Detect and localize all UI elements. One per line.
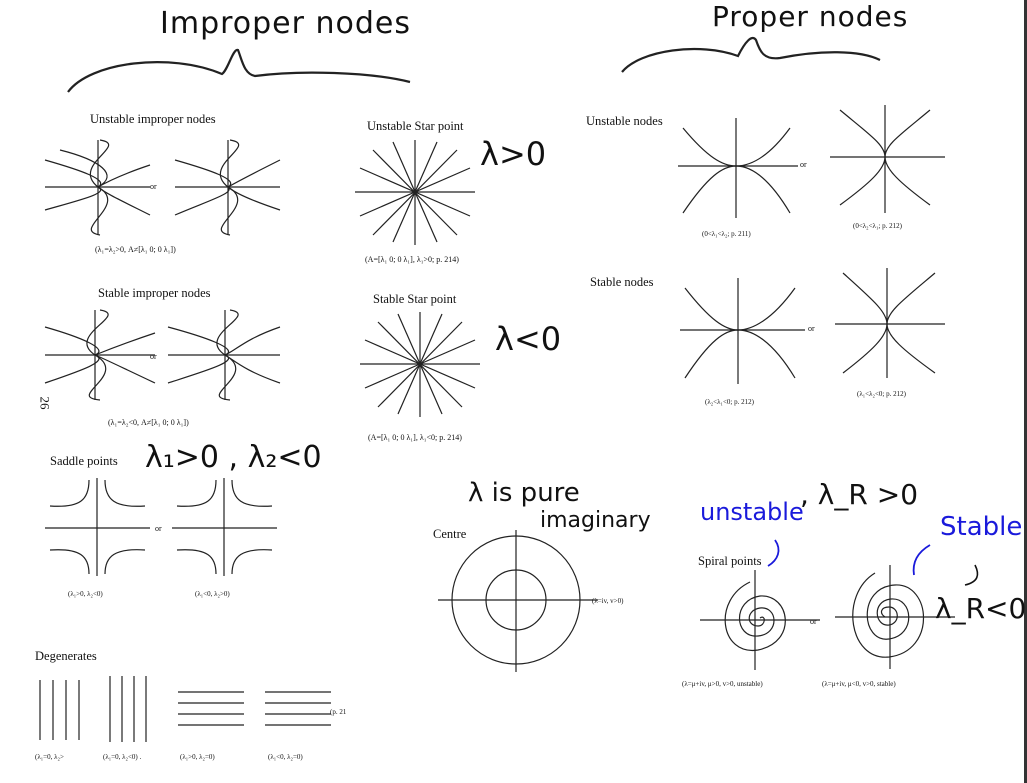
unstable-nodes-label: Unstable nodes [586, 114, 663, 128]
or-label: or [155, 524, 162, 533]
stable-star-diagram [360, 312, 480, 417]
lambda-r-positive-note: , λ_R >0 [800, 478, 919, 511]
degenerates-label: Degenerates [35, 649, 97, 663]
saddle-caption-2: (λ₁<0, λ₂>0) [195, 590, 230, 598]
saddle-diagram-2 [172, 478, 277, 576]
stable-note: Stable [940, 512, 1023, 542]
unstable-node-diagram-2 [830, 105, 945, 213]
degenerate-diagram-4 [265, 691, 331, 726]
degenerate-caption-1: (λ₁=0, λ₂> [35, 753, 64, 761]
unstable-node-caption-1: (0<λ₁<λ₂; p. 211) [702, 230, 751, 238]
saddle-label: Saddle points [50, 454, 118, 468]
unstable-note: unstable [700, 498, 804, 526]
stable-node-diagram-1 [680, 278, 805, 384]
stable-star-label: Stable Star point [373, 292, 457, 306]
window-edge [1024, 0, 1027, 783]
or-label: or [150, 182, 157, 191]
centre-diagram [438, 530, 598, 672]
unstable-star-diagram [355, 140, 475, 245]
unstable-improper-diagram [44, 139, 281, 236]
stable-improper-label: Stable improper nodes [98, 286, 211, 300]
lambda-negative-note: λ<0 [495, 320, 562, 358]
lambda-positive-note: λ>0 [480, 135, 547, 173]
degenerate-caption-4: (λ₁<0, λ₂=0) [268, 753, 303, 761]
degenerate-diagram-1 [39, 680, 80, 740]
saddle-condition-note: λ₁>0 , λ₂<0 [145, 440, 322, 475]
unstable-node-diagram-1 [678, 118, 798, 218]
saddle-diagram-1 [45, 478, 150, 576]
centre-caption: (λ=iv, v>0) [592, 597, 624, 605]
spiral-caption-1: (λ=μ+iv, μ>0, v>0, unstable) [682, 680, 763, 688]
or-label: or [800, 160, 807, 169]
stable-node-caption-2: (λ₁<λ₂<0; p. 212) [857, 390, 906, 398]
or-label: or [808, 324, 815, 333]
degenerate-diagram-3 [178, 691, 244, 726]
stable-node-caption-1: (λ₂<λ₁<0; p. 212) [705, 398, 754, 406]
spiral-label: Spiral points [698, 554, 762, 568]
unstable-improper-caption: (λ₁=λ₂>0, A≠[λ₁ 0; 0 λ₁]) [95, 245, 176, 254]
degenerate-page-ref: (p. 21 [330, 708, 347, 716]
stable-nodes-label: Stable nodes [590, 275, 654, 289]
pure-imaginary-note-2: imaginary [540, 508, 651, 533]
spiral-caption-2: (λ=μ+iv, μ<0, v>0, stable) [822, 680, 896, 688]
unstable-improper-label: Unstable improper nodes [90, 112, 216, 126]
spiral-diagram-1 [700, 570, 820, 670]
stable-node-diagram-2 [835, 268, 945, 378]
stable-improper-caption: (λ₁=λ₂<0, A≠[λ₁ 0; 0 λ₁]) [108, 418, 189, 427]
proper-title: Proper nodes [712, 0, 909, 33]
saddle-caption-1: (λ₁>0, λ₂<0) [68, 590, 103, 598]
or-label: or [150, 352, 157, 361]
lambda-r-negative-note: λ_R<0 [935, 592, 1027, 625]
unstable-node-caption-2: (0<λ₂<λ₁; p. 212) [853, 222, 902, 230]
unstable-star-caption: (A=[λ₁ 0; 0 λ₁], λ₁>0; p. 214) [365, 255, 459, 264]
unstable-star-label: Unstable Star point [367, 119, 464, 133]
or-label: or [810, 617, 817, 626]
degenerate-caption-3: (λ₁>0, λ₂=0) [180, 753, 215, 761]
centre-label: Centre [433, 527, 467, 541]
stable-improper-diagram [44, 309, 281, 401]
pure-imaginary-note-1: λ is pure [468, 478, 580, 508]
degenerate-diagram-2 [109, 676, 147, 742]
spiral-diagram-2 [835, 565, 955, 669]
stable-star-caption: (A=[λ₁ 0; 0 λ₁], λ₁<0; p. 214) [368, 433, 462, 442]
improper-title: Improper nodes [160, 6, 412, 41]
degenerate-caption-2: (λ₁=0, λ₂<0) . [103, 753, 142, 761]
